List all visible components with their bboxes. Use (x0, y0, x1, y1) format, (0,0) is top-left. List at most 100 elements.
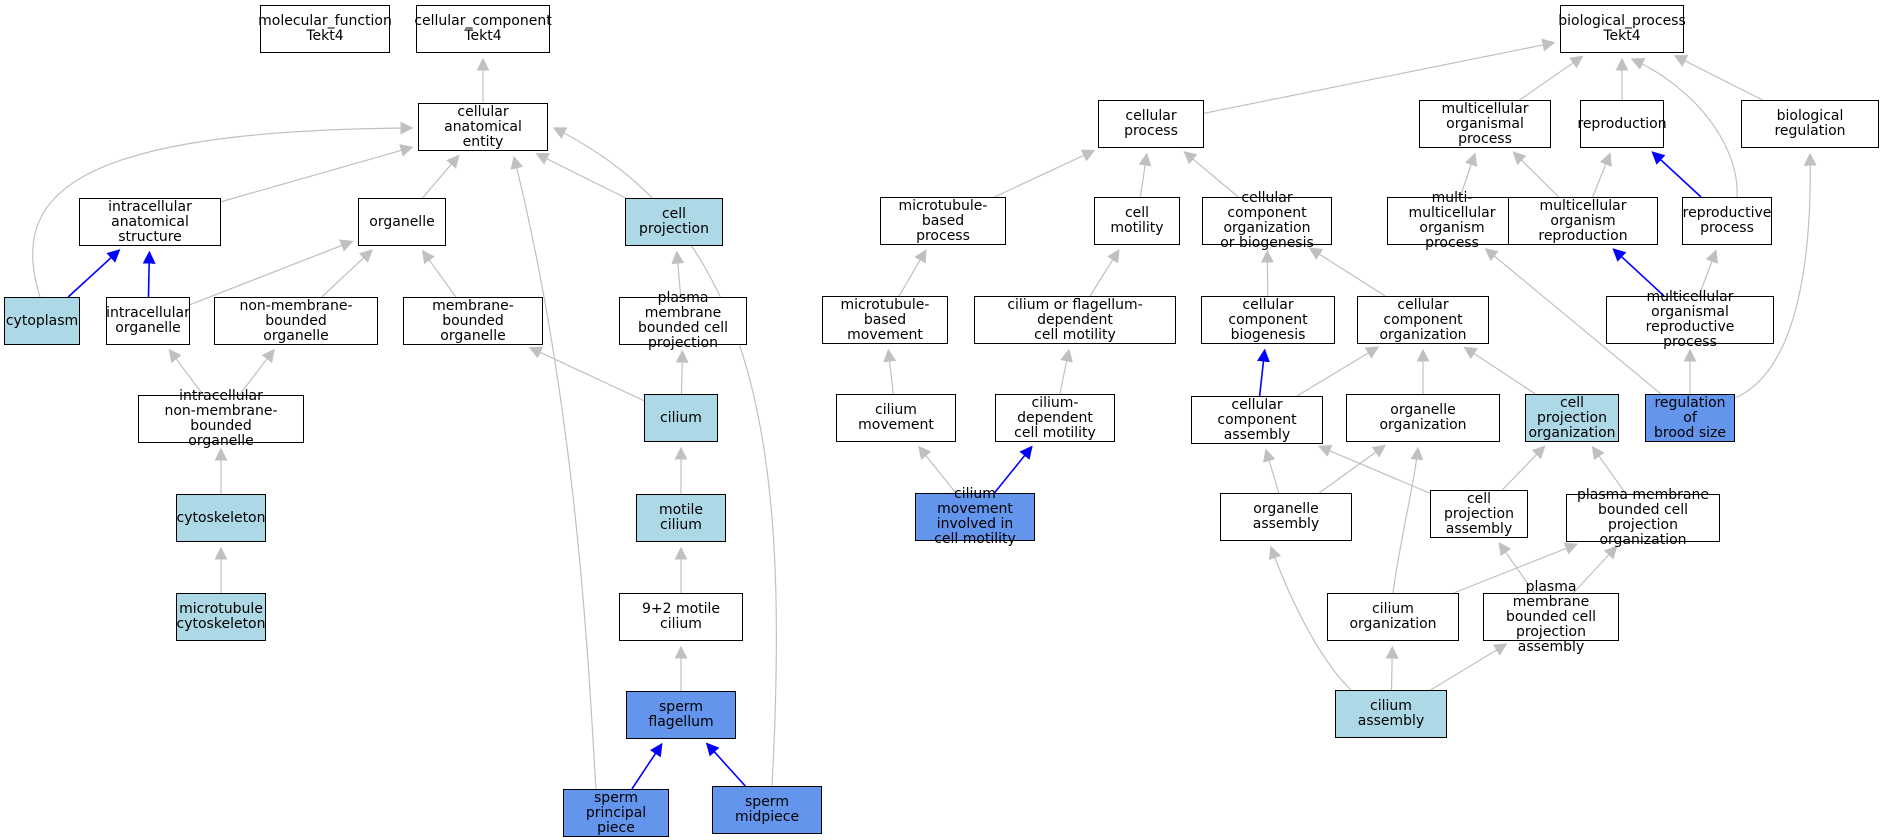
edge-cca-to-ccb (1256, 348, 1270, 397)
term-node-mbo[interactable]: membrane-bounded organelle (403, 297, 543, 345)
term-node-cofdcm[interactable]: cilium or flagellum-dependent cell motil… (974, 296, 1176, 344)
edge-breg-to-bp (1673, 55, 1763, 101)
edge-mmop-to-mop (1459, 152, 1478, 198)
edge-cmicm-to-cmov (918, 445, 957, 494)
term-node-motcil[interactable]: motile cilium (636, 494, 726, 542)
edge-cilium-to-pmbcp (675, 349, 689, 395)
edge-mor-to-mop (1512, 151, 1560, 198)
term-node-mtcyto[interactable]: microtubule cytoskeleton (176, 593, 266, 641)
term-node-spp[interactable]: sperm principal piece (563, 789, 669, 837)
term-node-cproj[interactable]: cell projection (625, 198, 723, 246)
edge-mor-to-repro (1592, 152, 1612, 198)
edge-morp-to-rp (1698, 249, 1718, 297)
term-node-nmbo[interactable]: non-membrane-bounded organelle (214, 297, 378, 345)
edge-oa-to-cca (1263, 448, 1280, 494)
term-node-mor[interactable]: multicellular organism reproduction (1508, 197, 1658, 245)
term-node-sflag[interactable]: sperm flagellum (626, 691, 736, 739)
term-node-ias[interactable]: intracellular anatomical structure (79, 198, 221, 246)
edge-ias-to-cae (220, 144, 414, 203)
term-node-rbs[interactable]: regulation of brood size (1645, 394, 1735, 442)
edge-mtbm-to-mtbp (898, 249, 927, 297)
term-node-bp[interactable]: biological_process Tekt4 (1558, 5, 1686, 53)
edge-cco-to-ccob (1308, 247, 1386, 297)
edge-mbo-to-org (421, 249, 457, 298)
edge-rp-to-bp (1630, 57, 1738, 198)
term-node-pmbcpo[interactable]: plasma membrane bounded cell projection … (1566, 488, 1720, 548)
edge-cpa-to-cpo (1501, 445, 1546, 491)
term-node-ccob[interactable]: cellular component organization or bioge… (1202, 191, 1332, 251)
edge-cofdcm-to-cmot (1089, 248, 1120, 297)
term-node-mmop[interactable]: multi-multicellular organism process (1387, 191, 1517, 251)
edge-cilium-to-mbo (528, 346, 645, 402)
term-node-cpo[interactable]: cell projection organization (1525, 394, 1619, 442)
term-node-cmot[interactable]: cell motility (1094, 197, 1180, 245)
edge-spp-to-cae (510, 155, 597, 790)
term-node-cc[interactable]: cellular_component Tekt4 (414, 5, 552, 53)
edge-io-to-ias (142, 250, 156, 298)
term-node-mtbp[interactable]: microtubule-based process (880, 197, 1006, 245)
term-node-ca[interactable]: cilium assembly (1335, 690, 1447, 738)
term-node-mop[interactable]: multicellular organismal process (1419, 100, 1551, 148)
term-node-inmbo[interactable]: intracellular non-membrane-bounded organ… (138, 389, 304, 449)
term-node-co[interactable]: cilium organization (1327, 593, 1459, 641)
edge-cca-to-cco (1296, 346, 1380, 397)
edge-cproj-to-cae (535, 153, 627, 199)
edge-co-to-oo (1392, 446, 1424, 594)
edge-cyto-to-cae (32, 121, 414, 298)
edge-pmbcpa-to-cpa (1498, 541, 1535, 594)
term-node-cco[interactable]: cellular component organization (1357, 296, 1489, 344)
term-node-oo[interactable]: organelle organization (1346, 394, 1500, 442)
term-node-breg[interactable]: biological regulation (1741, 100, 1879, 148)
edge-morp-to-mor (1612, 248, 1665, 297)
edge-smid-to-cae (552, 127, 777, 787)
term-node-cae[interactable]: cellular anatomical entity (418, 103, 548, 151)
term-node-pmbcpa[interactable]: plasma membrane bounded cell projection … (1483, 579, 1619, 654)
edge-rbs-to-mmop (1484, 247, 1662, 395)
term-node-cp[interactable]: cellular process (1098, 100, 1204, 148)
edge-pmbcp-to-cproj (671, 250, 685, 298)
edge-mop-to-bp (1519, 55, 1584, 101)
term-node-pmbcp[interactable]: plasma membrane bounded cell projection (619, 291, 747, 351)
edge-smid-to-sflag (705, 742, 746, 787)
edge-cdcm-to-cofdcm (1059, 348, 1073, 395)
edge-ccob-to-cp (1183, 151, 1239, 198)
term-node-m92[interactable]: 9+2 motile cilium (619, 593, 743, 641)
edge-inmbo-to-nmbo (238, 348, 275, 396)
term-node-io[interactable]: intracellular organelle (106, 297, 190, 345)
term-node-rp[interactable]: reproductive process (1682, 197, 1772, 245)
edge-cp-to-bp (1203, 38, 1556, 114)
edge-ca-to-co (1385, 645, 1399, 691)
edge-nmbo-to-org (321, 249, 373, 298)
term-node-oa[interactable]: organelle assembly (1220, 493, 1352, 541)
term-node-mtbm[interactable]: microtubule-based movement (822, 296, 948, 344)
term-node-org[interactable]: organelle (358, 198, 446, 246)
term-node-cyto[interactable]: cytoplasm (4, 297, 80, 345)
term-node-ccb[interactable]: cellular component biogenesis (1201, 296, 1335, 344)
edge-ca-to-pmbcpa (1430, 643, 1508, 691)
term-node-cmicm[interactable]: cilium movement involved in cell motilit… (915, 487, 1035, 547)
term-node-repro[interactable]: reproduction (1577, 100, 1667, 148)
edge-org-to-cae (422, 154, 460, 199)
term-node-morp[interactable]: multicellular organismal reproductive pr… (1606, 290, 1774, 350)
edge-io-to-org (189, 239, 354, 306)
edge-pmbcpo-to-cpo (1591, 445, 1627, 495)
edge-cmov-to-mtbm (883, 348, 897, 395)
term-node-cdcm[interactable]: cilium-dependent cell motility (995, 394, 1115, 442)
edge-inmbo-to-io (168, 348, 204, 396)
term-node-cca[interactable]: cellular component assembly (1191, 396, 1323, 444)
term-node-cilium[interactable]: cilium (644, 394, 718, 442)
edge-ca-to-oa (1268, 545, 1352, 691)
term-node-cmov[interactable]: cilium movement (836, 394, 956, 442)
edge-co-to-pmbcpo (1453, 542, 1579, 594)
term-node-mf[interactable]: molecular_function Tekt4 (258, 5, 392, 53)
edge-spp-to-sflag (631, 742, 663, 790)
edge-cmicm-to-cdcm (993, 445, 1033, 494)
term-node-smid[interactable]: sperm midpiece (712, 786, 822, 834)
edge-rp-to-repro (1651, 151, 1702, 198)
term-node-cpa[interactable]: cell projection assembly (1430, 490, 1528, 538)
edge-oa-to-oo (1318, 444, 1386, 494)
term-node-cytosk[interactable]: cytoskeleton (176, 494, 266, 542)
edge-cyto-to-ias (67, 249, 121, 298)
edge-pmbcpa-to-pmbcpo (1572, 545, 1618, 594)
